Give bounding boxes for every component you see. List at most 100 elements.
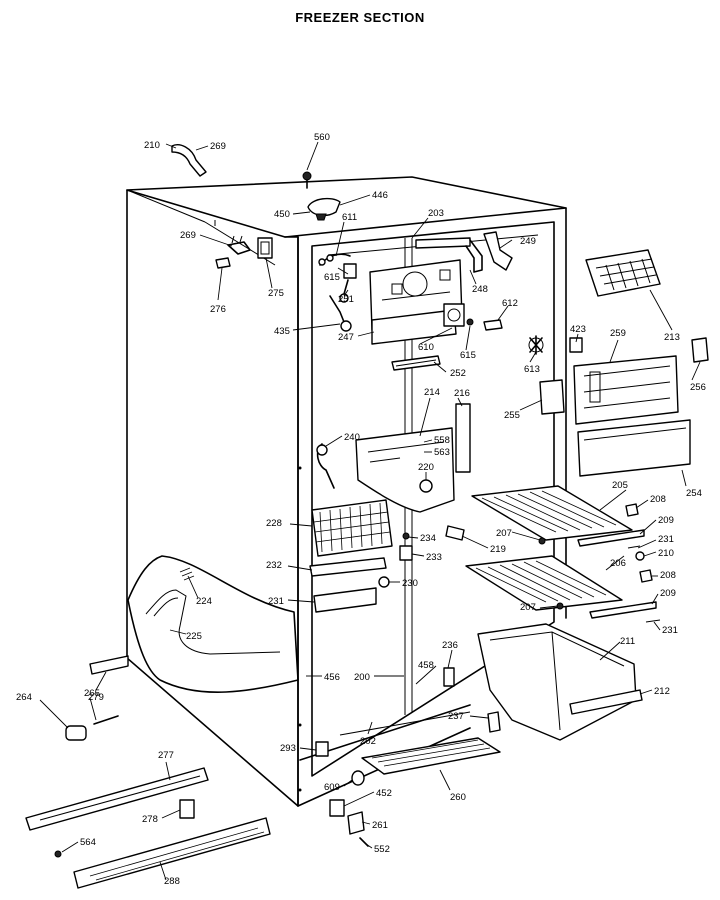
part-207-screw-a xyxy=(538,537,546,545)
label-275: 275 xyxy=(268,288,284,299)
part-611-tube xyxy=(318,253,351,266)
part-612-clip xyxy=(483,319,503,331)
part-251-bulb xyxy=(339,279,349,303)
part-446-cover xyxy=(307,197,341,221)
label-207-upper: 207 xyxy=(496,528,512,539)
part-254-panel xyxy=(577,419,691,477)
part-265-pin xyxy=(93,715,119,725)
leader-lines xyxy=(39,141,701,881)
part-210-clip xyxy=(635,551,645,561)
label-450: 450 xyxy=(274,209,290,220)
part-260-grille xyxy=(361,737,501,775)
label-260: 260 xyxy=(450,792,466,803)
label-214: 214 xyxy=(424,387,440,398)
label-251: 251 xyxy=(338,294,354,305)
part-249-bracket xyxy=(483,231,513,271)
label-254: 254 xyxy=(686,488,702,499)
label-231-upper: 231 xyxy=(658,534,674,545)
part-560-screw xyxy=(302,171,312,189)
part-228-evaporator xyxy=(311,499,393,557)
part-209-rail-a xyxy=(577,529,645,547)
label-446: 446 xyxy=(372,190,388,201)
label-293: 293 xyxy=(280,743,296,754)
part-247-support xyxy=(371,309,457,345)
part-205-shelf xyxy=(471,485,633,541)
part-208-bracket-b xyxy=(639,569,653,583)
part-278-switch xyxy=(179,799,195,819)
label-615-mid: 615 xyxy=(460,350,476,361)
label-613: 613 xyxy=(524,364,540,375)
label-224: 224 xyxy=(196,596,212,607)
label-615-top: 615 xyxy=(324,272,340,283)
part-269-tube xyxy=(171,144,207,177)
part-256-bracket xyxy=(691,337,709,363)
label-558: 558 xyxy=(434,435,450,446)
label-206: 206 xyxy=(610,558,626,569)
label-256: 256 xyxy=(690,382,706,393)
part-240-heater xyxy=(316,443,335,489)
part-230-clip xyxy=(378,576,390,588)
part-232-drain xyxy=(309,557,387,577)
label-219: 219 xyxy=(490,544,506,555)
label-563: 563 xyxy=(434,447,450,458)
part-236-hinge xyxy=(443,667,455,687)
part-564-screw xyxy=(54,850,62,858)
label-200: 200 xyxy=(354,672,370,683)
label-213: 213 xyxy=(664,332,680,343)
label-278: 278 xyxy=(142,814,158,825)
label-234: 234 xyxy=(420,533,436,544)
part-216-tube xyxy=(455,403,471,473)
part-609-plug xyxy=(351,770,365,786)
label-276: 276 xyxy=(210,304,226,315)
label-203: 203 xyxy=(428,208,444,219)
part-211-ice-bin xyxy=(477,623,637,741)
label-612: 612 xyxy=(502,298,518,309)
part-233-bracket xyxy=(399,545,413,561)
part-224-coil xyxy=(179,567,195,581)
part-255-cover xyxy=(539,379,565,415)
label-265: 265 xyxy=(84,688,100,699)
label-252: 252 xyxy=(450,368,466,379)
part-615b-switch xyxy=(466,318,474,326)
label-211: 211 xyxy=(620,636,635,647)
label-564: 564 xyxy=(80,837,96,848)
part-264-roller xyxy=(65,725,87,741)
part-231-clip-b xyxy=(645,619,661,623)
label-452: 452 xyxy=(376,788,392,799)
label-609: 609 xyxy=(324,782,340,793)
label-232: 232 xyxy=(266,560,282,571)
part-208-bracket-a xyxy=(625,503,639,517)
label-247: 247 xyxy=(338,332,354,343)
label-279: 279 xyxy=(88,692,104,703)
label-237: 237 xyxy=(448,711,464,722)
part-613-fan xyxy=(528,335,544,355)
part-423-bushing xyxy=(569,337,583,353)
label-423: 423 xyxy=(570,324,586,335)
part-212-handle xyxy=(569,689,643,715)
part-237-bracket xyxy=(487,711,501,733)
label-231-right: 231 xyxy=(662,625,678,636)
part-213-ice-tray xyxy=(585,249,661,297)
part-269-wire-assembly xyxy=(227,235,251,255)
label-255: 255 xyxy=(504,410,520,421)
part-279-rail xyxy=(89,655,129,675)
label-264: 264 xyxy=(16,692,32,703)
part-209-rail-b xyxy=(589,601,657,619)
label-259: 259 xyxy=(610,328,626,339)
label-233: 233 xyxy=(426,552,442,563)
label-208-lower: 208 xyxy=(660,570,676,581)
part-labels: 210 269 560 446 450 611 203 269 275 276 … xyxy=(16,132,706,887)
part-234-screw xyxy=(402,532,410,540)
label-231-left: 231 xyxy=(268,596,284,607)
part-277-rail xyxy=(25,767,209,831)
label-228: 228 xyxy=(266,518,282,529)
label-458: 458 xyxy=(418,660,434,671)
label-552: 552 xyxy=(374,844,390,855)
part-231-trough xyxy=(313,587,377,613)
label-435: 435 xyxy=(274,326,290,337)
part-435-wire xyxy=(329,295,352,332)
label-216: 216 xyxy=(454,388,470,399)
label-610: 610 xyxy=(418,342,434,353)
label-209-upper: 209 xyxy=(658,515,674,526)
label-210-right: 210 xyxy=(658,548,674,559)
